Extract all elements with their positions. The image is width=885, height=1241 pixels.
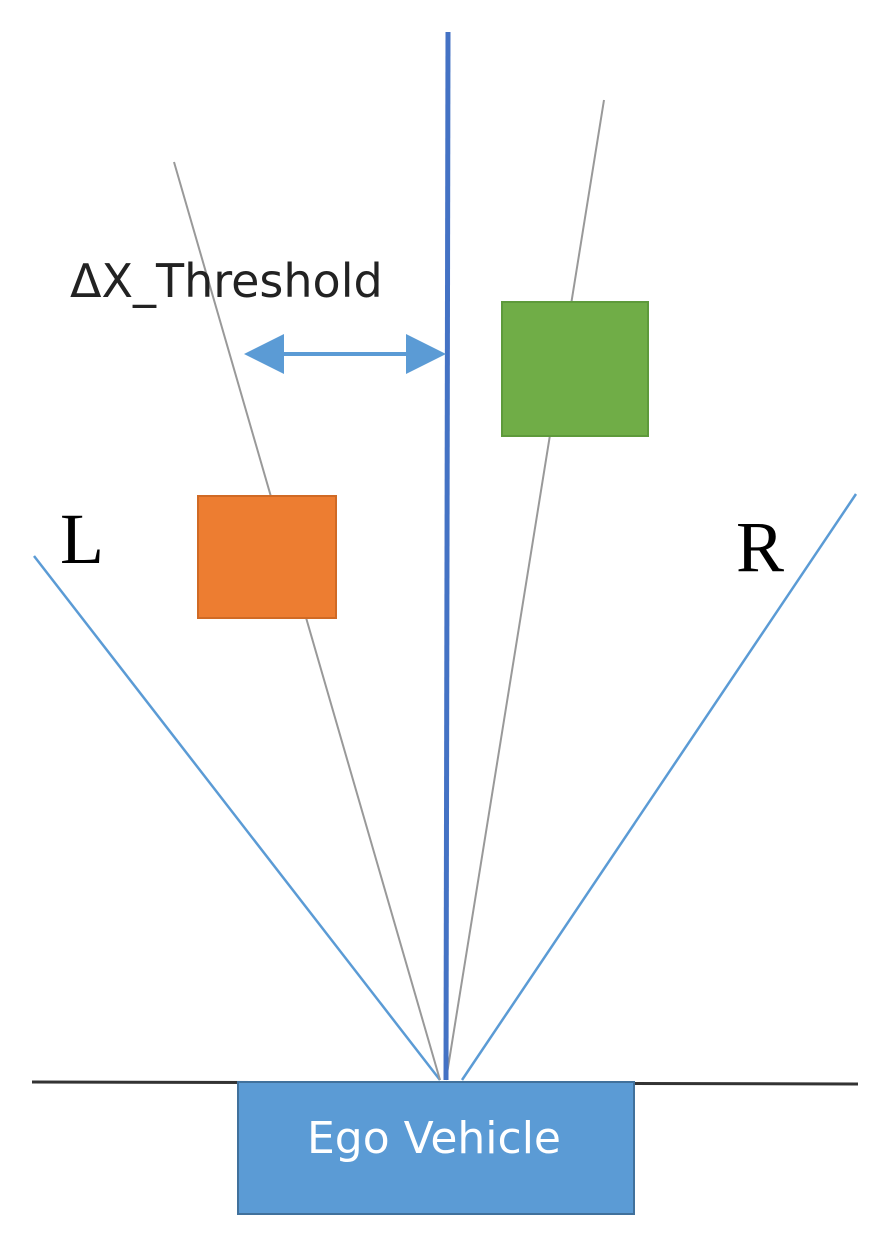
ego-vehicle-box [237,1081,635,1215]
right-side-label: R [736,507,784,587]
ego-vehicle-label: Ego Vehicle [307,1113,561,1164]
left-object [197,495,337,619]
threshold-label: ΔX_Threshold [70,254,383,308]
right-sensor-boundary [460,493,858,1081]
left-sensor-boundary [33,555,441,1081]
right-object [501,301,649,437]
left-side-label: L [60,499,104,579]
left-lane-ray [173,161,441,1081]
right-lane-ray [445,99,605,1081]
center-heading-line [443,31,451,1081]
